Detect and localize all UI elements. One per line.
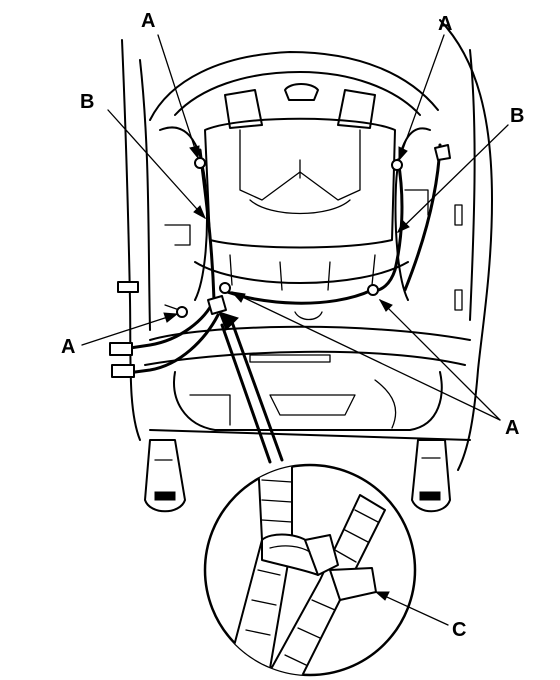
connector-middle-left <box>109 342 133 356</box>
harness-clamp-c-location <box>207 295 227 315</box>
connector-lower-left <box>111 364 135 378</box>
label-b-right: B <box>510 105 524 127</box>
connector-upper-right <box>434 144 451 161</box>
detail-circle <box>203 463 417 677</box>
leader-lines <box>81 34 509 626</box>
clip-a-lower-center <box>219 282 231 294</box>
clip-a-top-right <box>391 159 403 171</box>
detail-arrow <box>218 311 284 464</box>
detail-view <box>203 463 417 677</box>
label-c: C <box>452 619 466 641</box>
label-a-top-right: A <box>438 13 452 35</box>
clip-a-left <box>176 306 188 318</box>
clip-a-lower-right <box>367 284 379 296</box>
harness-clips <box>176 157 403 318</box>
connector-upper-left <box>117 281 139 293</box>
label-a-left: A <box>61 336 75 358</box>
label-a-bottom-right: A <box>505 417 519 439</box>
label-b-left: B <box>80 91 94 113</box>
seat-cushion-frame <box>144 325 471 513</box>
harness-connectors <box>109 144 451 378</box>
clip-a-top-left <box>194 157 206 169</box>
label-a-top-left: A <box>141 10 155 32</box>
callout-labels: A A B B A A C <box>61 10 524 641</box>
seat-back-frame <box>121 19 493 471</box>
